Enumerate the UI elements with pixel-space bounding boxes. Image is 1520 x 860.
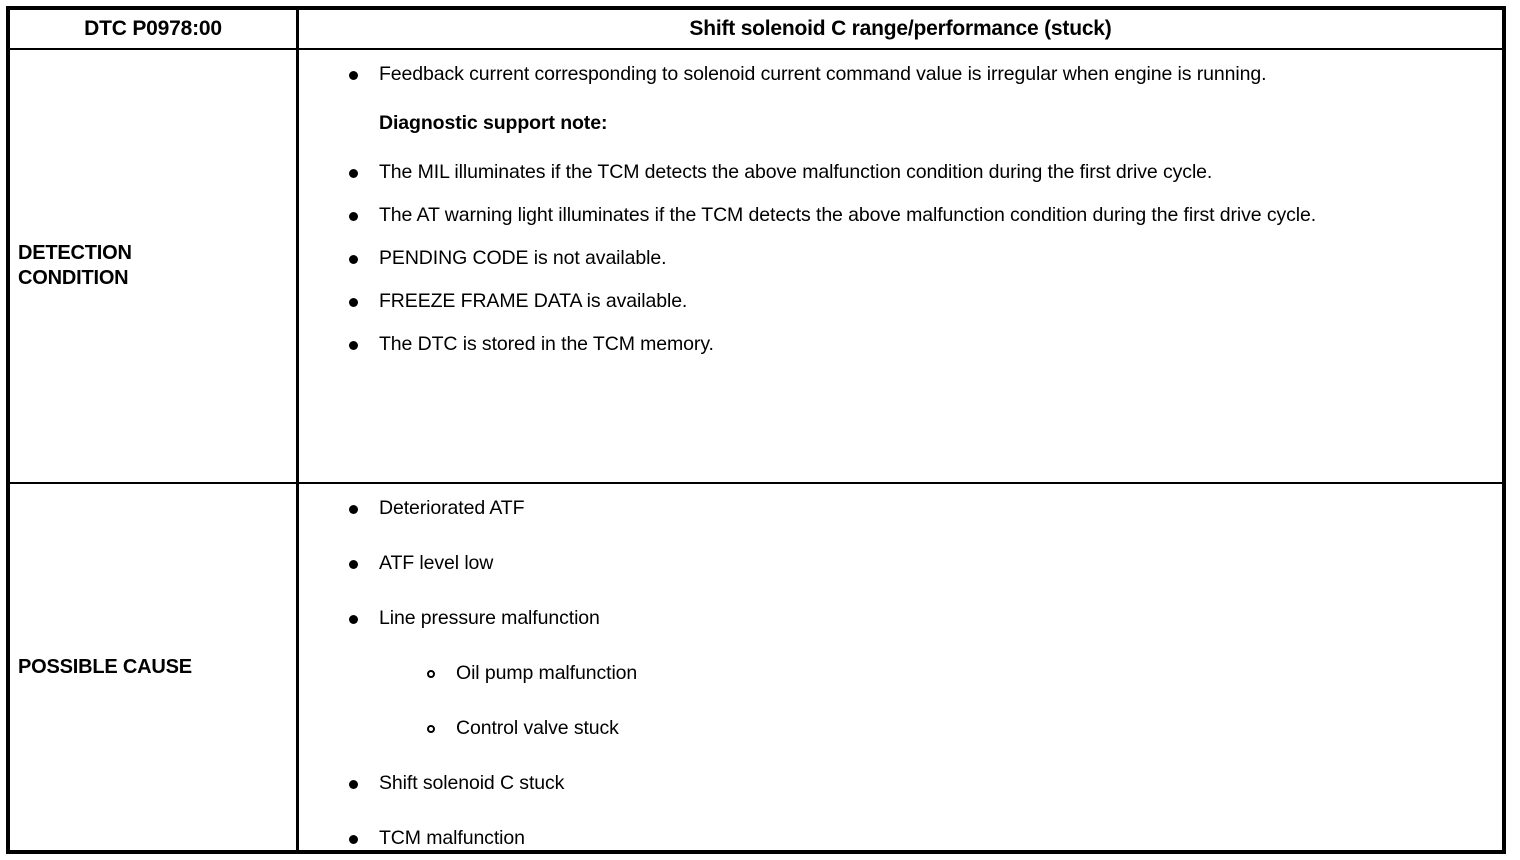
filled-bullet-icon [349,505,358,514]
list-item-text: Line pressure malfunction [379,607,600,629]
list-item-text: The AT warning light illuminates if the … [379,204,1317,226]
diagnostic-support-note-text: Diagnostic support note: [379,112,608,134]
filled-bullet-icon [349,169,358,178]
filled-bullet-icon [349,255,358,264]
sub-list-item-text: Oil pump malfunction [456,662,638,684]
list-item: FREEZE FRAME DATA is available. [299,288,1502,315]
list-item-text: Shift solenoid C stuck [379,772,565,794]
sub-list-item: Control valve stuck [299,715,1502,742]
list-item: Feedback current corresponding to soleno… [299,61,1502,88]
hollow-bullet-icon [427,670,435,678]
list-item: Line pressure malfunction [299,605,1502,632]
filled-bullet-icon [349,615,358,624]
list-item: Deteriorated ATF [299,495,1502,522]
detection-condition-label: DETECTION CONDITION [18,241,132,291]
detection-condition-label-line2: CONDITION [18,267,129,289]
list-item-text: PENDING CODE is not available. [379,247,667,269]
detection-condition-label-line1: DETECTION [18,242,132,264]
filled-bullet-icon [349,560,358,569]
list-item-text: Deteriorated ATF [379,497,525,519]
list-item: ATF level low [299,550,1502,577]
list-item-text: The MIL illuminates if the TCM detects t… [379,161,1213,183]
dtc-code-cell: DTC P0978:00 [10,10,299,48]
sub-list-item: Oil pump malfunction [299,660,1502,687]
table-header-row: DTC P0978:00 Shift solenoid C range/perf… [10,10,1502,50]
list-item: Shift solenoid C stuck [299,770,1502,797]
list-item: PENDING CODE is not available. [299,245,1502,272]
filled-bullet-icon [349,298,358,307]
diagnostic-support-note-heading: Diagnostic support note: [299,110,1502,137]
detection-condition-content-cell: Feedback current corresponding to soleno… [299,50,1502,482]
list-item-text: The DTC is stored in the TCM memory. [379,333,714,355]
detection-condition-label-cell: DETECTION CONDITION [10,50,299,482]
filled-bullet-icon [349,780,358,789]
possible-cause-label-line1: POSSIBLE CAUSE [18,655,192,678]
filled-bullet-icon [349,341,358,350]
list-item: The AT warning light illuminates if the … [299,202,1502,229]
hollow-bullet-icon [427,725,435,733]
sub-list-item-text: Control valve stuck [456,717,619,739]
possible-cause-label-cell: POSSIBLE CAUSE [10,484,299,850]
filled-bullet-icon [349,835,358,844]
detection-condition-row: DETECTION CONDITION Feedback current cor… [10,50,1502,484]
dtc-information-table: DTC P0978:00 Shift solenoid C range/perf… [6,6,1506,854]
list-item: TCM malfunction [299,825,1502,850]
detection-condition-list: Feedback current corresponding to soleno… [299,61,1502,358]
list-item-text: TCM malfunction [379,827,525,849]
filled-bullet-icon [349,71,358,80]
list-item: The DTC is stored in the TCM memory. [299,331,1502,358]
dtc-code-label: DTC P0978:00 [84,17,222,40]
possible-cause-content-cell: Deteriorated ATF ATF level low Line pres… [299,484,1502,850]
possible-cause-row: POSSIBLE CAUSE Deteriorated ATF ATF leve… [10,484,1502,850]
list-item-text: Feedback current corresponding to soleno… [379,63,1267,85]
list-item: The MIL illuminates if the TCM detects t… [299,159,1502,186]
list-item-text: FREEZE FRAME DATA is available. [379,290,688,312]
possible-cause-label: POSSIBLE CAUSE [18,655,192,680]
filled-bullet-icon [349,212,358,221]
fault-name-cell: Shift solenoid C range/performance (stuc… [299,10,1502,48]
fault-name-label: Shift solenoid C range/performance (stuc… [689,17,1112,40]
list-item-text: ATF level low [379,552,494,574]
possible-cause-list: Deteriorated ATF ATF level low Line pres… [299,495,1502,850]
